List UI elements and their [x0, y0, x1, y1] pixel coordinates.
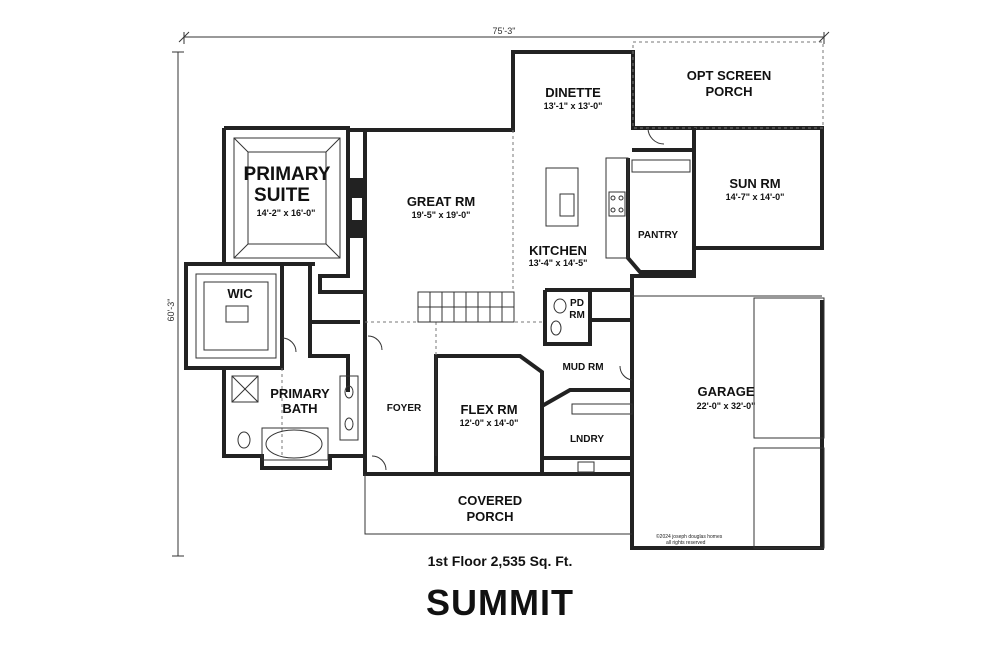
floor-area-label: 1st Floor 2,535 Sq. Ft. [427, 553, 573, 569]
room-primary-bath: PRIMARY BATH [270, 386, 330, 416]
tray-ceiling [233, 137, 341, 259]
room-name-line: FLEX RM [460, 402, 517, 417]
overall-depth-label: 60'-3" [166, 299, 176, 322]
room-pd-rm: PD RM [569, 298, 585, 321]
dimension-lines: 75'-3" 60'-3" [166, 26, 830, 557]
room-lndry: LNDRY [570, 434, 604, 445]
room-dims: 13'-4" x 14'-5" [529, 258, 588, 268]
room-name-line: GARAGE [697, 384, 754, 399]
room-name-line: OPT SCREEN [687, 68, 772, 83]
overall-width-label: 75'-3" [493, 26, 516, 36]
copyright-line: ©2024 joseph douglas homes [656, 533, 723, 540]
room-flex-rm: FLEX RM 12'-0" x 14'-0" [460, 402, 519, 428]
bath-fixtures [231, 298, 633, 473]
room-name-line: DINETTE [545, 85, 601, 100]
room-dims: 14'-2" x 16'-0" [257, 208, 316, 218]
room-name-line: SUITE [254, 185, 310, 206]
room-dinette: DINETTE 13'-1" x 13'-0" [544, 85, 603, 111]
room-dims: 12'-0" x 14'-0" [460, 418, 519, 428]
room-name-line: PANTRY [638, 230, 678, 241]
plan-title: SUMMIT [426, 582, 574, 623]
room-name-line: RM [569, 310, 585, 321]
room-name-line: PRIMARY [244, 164, 331, 185]
room-kitchen: KITCHEN 13'-4" x 14'-5" [529, 243, 588, 268]
room-covered-porch: COVERED PORCH [458, 493, 522, 524]
room-dims: 22'-0" x 32'-0" [697, 401, 756, 411]
room-foyer: FOYER [387, 403, 422, 414]
stairs [417, 291, 515, 323]
room-dims: 13'-1" x 13'-0" [544, 101, 603, 111]
room-dims: 19'-5" x 19'-0" [412, 210, 471, 220]
room-name-line: WIC [227, 286, 253, 301]
room-name-line: FOYER [387, 403, 422, 414]
doors [281, 127, 665, 471]
room-dims: 14'-7" x 14'-0" [726, 192, 785, 202]
room-garage: GARAGE 22'-0" x 32'-0" [697, 384, 756, 411]
room-name-line: KITCHEN [529, 243, 587, 258]
room-name-line: GREAT RM [407, 194, 475, 209]
room-labels: PRIMARY SUITE 14'-2" x 16'-0" WIC PRIMAR… [227, 68, 784, 524]
room-mud-rm: MUD RM [562, 362, 603, 373]
copyright-note: ©2024 joseph douglas homes all rights re… [656, 533, 723, 546]
room-name-line: PD [570, 298, 584, 309]
room-opt-screen-porch: OPT SCREEN PORCH [687, 68, 772, 99]
room-name-line: PORCH [467, 509, 514, 524]
porch-outlines [364, 41, 825, 549]
room-name-line: COVERED [458, 493, 522, 508]
kitchen-fixtures [545, 157, 691, 259]
wic-shelving [195, 273, 277, 359]
room-name-line: MUD RM [562, 362, 603, 373]
room-name-line: LNDRY [570, 434, 604, 445]
room-pantry: PANTRY [638, 230, 678, 241]
copyright-line: all rights reserved [666, 540, 706, 546]
room-wic: WIC [227, 286, 253, 301]
room-name-line: SUN RM [729, 176, 780, 191]
fireplace [349, 178, 365, 238]
room-name-line: PRIMARY [270, 386, 330, 401]
room-sun-rm: SUN RM 14'-7" x 14'-0" [726, 176, 785, 202]
room-name-line: PORCH [706, 84, 753, 99]
room-name-line: BATH [282, 401, 317, 416]
room-primary-suite: PRIMARY SUITE 14'-2" x 16'-0" [244, 164, 331, 218]
room-great-rm: GREAT RM 19'-5" x 19'-0" [407, 194, 475, 220]
